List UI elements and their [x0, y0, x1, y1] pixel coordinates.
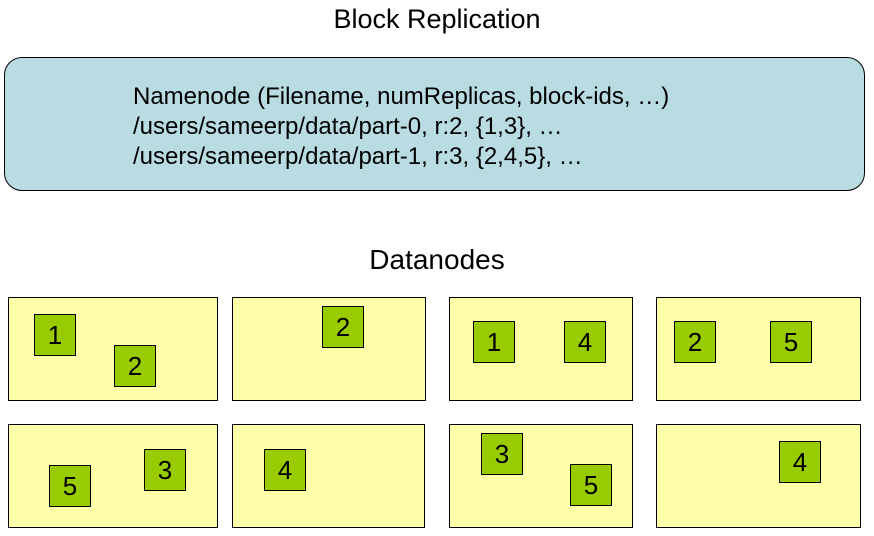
namenode-line-part1: /users/sameerp/data/part-1, r:3, {2,4,5}… — [133, 143, 583, 170]
datanode-2-block-2: 2 — [322, 306, 364, 348]
namenode-line-part0: /users/sameerp/data/part-0, r:2, {1,3}, … — [133, 113, 563, 140]
datanode-6-box: 4 — [232, 424, 425, 528]
namenode-box — [4, 57, 865, 191]
datanode-6-block-4: 4 — [264, 449, 306, 491]
datanode-7-block-3: 3 — [481, 433, 523, 475]
datanode-8-box: 4 — [656, 424, 861, 528]
datanode-2-box: 2 — [232, 297, 426, 401]
datanode-1-block-1: 1 — [34, 314, 76, 356]
datanode-5-block-5: 5 — [49, 465, 91, 507]
datanode-3-block-1: 1 — [473, 321, 515, 363]
namenode-text: Namenode (Filename, numReplicas, block-i… — [133, 82, 669, 172]
datanode-1-block-2: 2 — [114, 345, 156, 387]
datanodes-label: Datanodes — [369, 244, 505, 275]
datanode-4-block-2: 2 — [674, 321, 716, 363]
datanode-7-block-5: 5 — [570, 464, 612, 506]
datanode-3-block-4: 4 — [564, 321, 606, 363]
datanode-8-block-4: 4 — [779, 441, 821, 483]
page-title: Block Replication — [333, 4, 541, 34]
datanode-5-block-3: 3 — [144, 449, 186, 491]
namenode-line-header: Namenode (Filename, numReplicas, block-i… — [133, 83, 670, 110]
datanode-4-block-5: 5 — [770, 321, 812, 363]
